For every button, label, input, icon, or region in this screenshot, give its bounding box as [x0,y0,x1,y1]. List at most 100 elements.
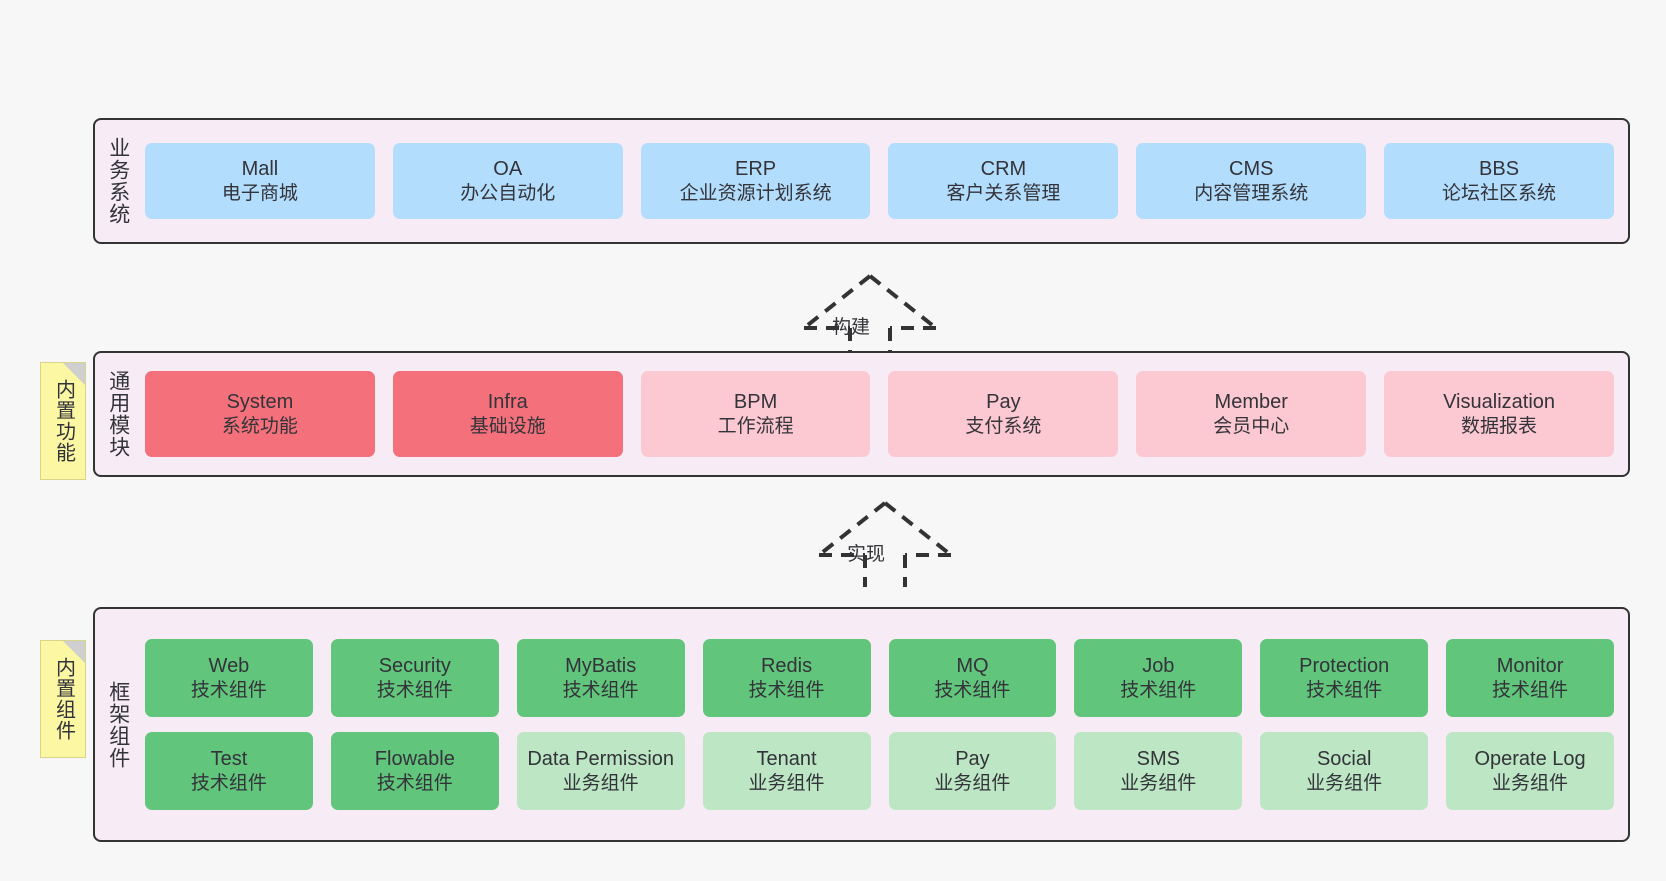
card-title-en: Pay [955,748,990,771]
card-title-cn: 客户关系管理 [946,182,1061,204]
card-title-en: Monitor [1496,655,1564,678]
component-card-data-permission[interactable]: Data Permission 业务组件 [516,732,685,810]
card-title-en: Member [1214,391,1288,414]
module-card-member[interactable]: Member 会员中心 [1136,371,1367,457]
card-title-en: Test [210,748,248,771]
component-card-pay[interactable]: Pay 业务组件 [888,732,1057,810]
module-card-bpm[interactable]: BPM 工作流程 [640,371,871,457]
card-title-cn: 电子商城 [221,182,298,204]
component-card-protection[interactable]: Protection 技术组件 [1260,639,1429,717]
card-title-cn: 支付系统 [965,415,1042,437]
card-title-en: Social [1316,748,1372,771]
card-title-cn: 业务组件 [562,772,639,794]
card-title-cn: 技术组件 [1306,679,1383,701]
layer-common-modules-body: System 系统功能 Infra 基础设施 BPM 工作流程 Pay 支付系统… [141,353,1628,475]
business-card-cms[interactable]: CMS 内容管理系统 [1136,143,1367,219]
card-title-en: Job [1142,655,1175,678]
card-title-en: MQ [956,655,989,678]
business-system-card-row: Mall 电子商城 OA 办公自动化 ERP 企业资源计划系统 CRM 客户关系… [145,143,1614,219]
card-title-en: SMS [1136,748,1180,771]
card-title-en: CRM [980,158,1027,181]
component-card-test[interactable]: Test 技术组件 [145,732,313,810]
card-title-en: OA [493,158,523,181]
component-card-operate-log[interactable]: Operate Log 业务组件 [1446,732,1614,810]
card-title-cn: 技术组件 [190,679,267,701]
module-card-visualization[interactable]: Visualization 数据报表 [1384,371,1614,457]
layer-framework-components: 框架组件 Web 技术组件 Security 技术组件 MyBatis 技术组件… [93,607,1630,842]
component-card-tenant[interactable]: Tenant 业务组件 [702,732,871,810]
connector-implement: 实现 [810,497,960,587]
card-title-en: Protection [1299,655,1390,678]
card-title-en: Pay [986,391,1021,414]
component-card-monitor[interactable]: Monitor 技术组件 [1446,639,1614,717]
module-card-system[interactable]: System 系统功能 [145,371,375,457]
business-card-bbs[interactable]: BBS 论坛社区系统 [1384,143,1614,219]
framework-business-row: Test 技术组件 Flowable 技术组件 Data Permission … [145,732,1614,810]
card-title-en: Tenant [756,748,817,771]
component-card-job[interactable]: Job 技术组件 [1074,639,1243,717]
card-title-cn: 业务组件 [1306,772,1383,794]
component-card-social[interactable]: Social 业务组件 [1260,732,1429,810]
component-card-flowable[interactable]: Flowable 技术组件 [330,732,499,810]
connector-build-label: 构建 [832,317,871,338]
note-fold-corner-icon [63,641,85,663]
card-title-cn: 技术组件 [934,679,1011,701]
card-title-cn: 技术组件 [1120,679,1197,701]
card-title-cn: 技术组件 [376,772,453,794]
connector-implement-label: 实现 [847,544,886,565]
module-card-infra[interactable]: Infra 基础设施 [392,371,623,457]
card-title-cn: 会员中心 [1213,415,1290,437]
card-title-en: BBS [1479,158,1520,181]
component-card-web[interactable]: Web 技术组件 [145,639,313,717]
card-title-en: Infra [487,391,528,414]
layer-business-system-body: Mall 电子商城 OA 办公自动化 ERP 企业资源计划系统 CRM 客户关系… [141,120,1628,242]
layer-business-system-title: 业务系统 [106,137,130,225]
card-title-cn: 业务组件 [1492,772,1569,794]
card-title-en: Flowable [374,748,455,771]
card-title-cn: 办公自动化 [460,182,556,204]
card-title-en: ERP [735,158,777,181]
card-title-en: System [226,391,294,414]
module-card-pay[interactable]: Pay 支付系统 [888,371,1119,457]
card-title-cn: 基础设施 [469,415,546,437]
layer-common-modules: 通用模块 System 系统功能 Infra 基础设施 BPM 工作流程 Pay… [93,351,1630,477]
business-card-mall[interactable]: Mall 电子商城 [145,143,375,219]
note-fold-corner-icon [63,363,85,385]
note-builtin-components: 内置组件 [40,640,86,758]
card-title-en: MyBatis [565,655,637,678]
card-title-en: BPM [733,391,778,414]
card-title-cn: 技术组件 [562,679,639,701]
layer-business-system: 业务系统 Mall 电子商城 OA 办公自动化 ERP 企业资源计划系统 CRM… [93,118,1630,244]
card-title-en: Redis [760,655,813,678]
card-title-cn: 技术组件 [190,772,267,794]
component-card-sms[interactable]: SMS 业务组件 [1074,732,1243,810]
card-title-en: Security [378,655,451,678]
business-card-oa[interactable]: OA 办公自动化 [392,143,623,219]
component-card-security[interactable]: Security 技术组件 [330,639,499,717]
note-builtin-features: 内置功能 [40,362,86,480]
card-title-en: Operate Log [1474,748,1586,771]
card-title-cn: 论坛社区系统 [1442,182,1557,204]
card-title-en: Visualization [1443,391,1556,414]
card-title-cn: 业务组件 [1120,772,1197,794]
card-title-cn: 技术组件 [1492,679,1569,701]
card-title-cn: 业务组件 [934,772,1011,794]
card-title-cn: 业务组件 [748,772,825,794]
card-title-en: CMS [1229,158,1274,181]
connector-implement-arrow-icon [817,501,953,587]
component-card-mybatis[interactable]: MyBatis 技术组件 [516,639,685,717]
connector-build: 构建 [795,270,945,360]
card-title-cn: 系统功能 [221,415,298,437]
component-card-mq[interactable]: MQ 技术组件 [888,639,1057,717]
card-title-en: Web [208,655,250,678]
layer-framework-components-body: Web 技术组件 Security 技术组件 MyBatis 技术组件 Redi… [141,609,1628,840]
card-title-en: Mall [241,158,279,181]
business-card-crm[interactable]: CRM 客户关系管理 [888,143,1119,219]
card-title-cn: 内容管理系统 [1194,182,1309,204]
framework-tech-row: Web 技术组件 Security 技术组件 MyBatis 技术组件 Redi… [145,639,1614,717]
business-card-erp[interactable]: ERP 企业资源计划系统 [640,143,871,219]
card-title-cn: 技术组件 [376,679,453,701]
layer-common-modules-title: 通用模块 [106,370,130,458]
component-card-redis[interactable]: Redis 技术组件 [702,639,871,717]
